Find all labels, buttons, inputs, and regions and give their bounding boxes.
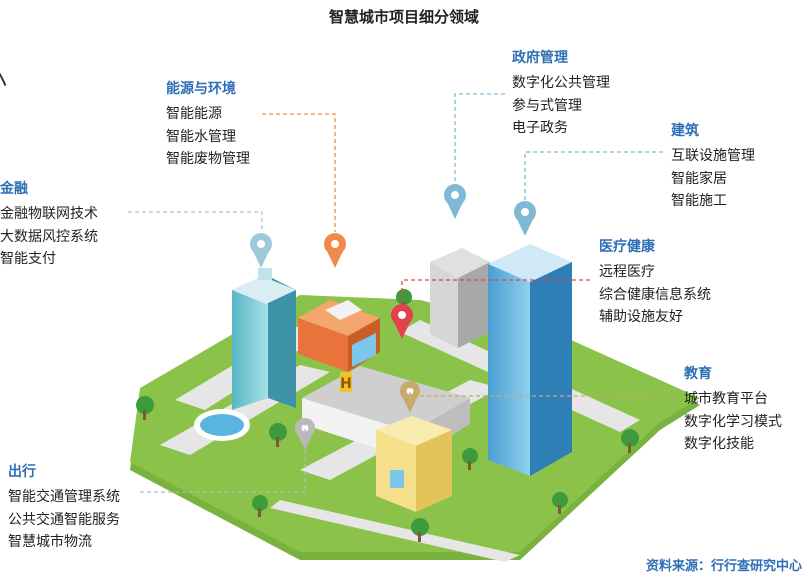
category-item: 智能支付: [0, 251, 56, 267]
pin-medical-icon: [391, 304, 413, 339]
category-item: 智慧城市物流: [8, 534, 92, 550]
page-title: 智慧城市项目细分领域: [328, 8, 479, 26]
category-title: 能源与环境: [166, 81, 236, 97]
category-item: 辅助设施友好: [599, 309, 683, 325]
category-item: 大数据风控系统: [0, 228, 98, 245]
category-title: 出行: [8, 464, 36, 480]
stray-mark: 〵: [0, 66, 13, 91]
category-transport: 出行 智能交通管理系统 公共交通智能服务 智慧城市物流: [8, 461, 120, 554]
government-building: [430, 248, 490, 348]
category-finance: 金融 金融物联网技术 大数据风控系统 智能支付: [0, 178, 98, 271]
pin-government-icon: [444, 184, 466, 219]
category-item: 智能能源: [166, 106, 222, 122]
source-note: 资料来源：行行查研究中心: [645, 559, 802, 574]
svg-text:H: H: [340, 376, 352, 392]
category-item: 电子政务: [512, 120, 568, 136]
category-item: 数字化学习模式: [684, 413, 782, 430]
category-item: 参与式管理: [512, 97, 582, 114]
location-pins: [250, 184, 536, 450]
category-item: 智能废物管理: [166, 151, 250, 167]
category-item: 远程医疗: [599, 264, 655, 280]
pin-energy-icon: [324, 233, 346, 268]
pin-finance-icon: [250, 233, 272, 268]
category-energy: 能源与环境 智能能源 智能水管理 智能废物管理: [166, 78, 250, 171]
category-item: 智能水管理: [166, 128, 236, 145]
category-item: 综合健康信息系统: [599, 286, 711, 303]
category-item: 金融物联网技术: [0, 206, 98, 222]
category-item: 城市教育平台: [684, 391, 768, 407]
category-item: 智能家居: [671, 170, 727, 187]
category-item: 数字化公共管理: [512, 75, 610, 91]
category-item: 互联设施管理: [671, 148, 755, 164]
category-title: 政府管理: [512, 50, 568, 66]
category-item: 公共交通智能服务: [8, 511, 120, 528]
category-item: 智能施工: [671, 193, 727, 209]
category-item: 智能交通管理系统: [8, 489, 120, 505]
pin-building-icon: [514, 201, 536, 236]
skyscraper-right: [488, 244, 572, 476]
school-building: [376, 416, 452, 512]
category-title: 医疗健康: [599, 239, 655, 255]
category-title: 金融: [0, 181, 28, 197]
connector-lines: [128, 93, 676, 493]
category-title: 教育: [684, 366, 712, 382]
trees: [136, 289, 639, 542]
category-government: 政府管理 数字化公共管理 参与式管理 电子政务: [512, 47, 610, 140]
category-medical: 医疗健康 远程医疗 综合健康信息系统 辅助设施友好: [599, 236, 711, 329]
pin-transport-icon: [295, 418, 315, 450]
category-title: 建筑: [671, 123, 699, 139]
orange-building: [298, 300, 380, 372]
glass-tower-left: [232, 268, 296, 410]
pond: [194, 409, 250, 441]
category-building: 建筑 互联设施管理 智能家居 智能施工: [671, 120, 755, 213]
category-education: 教育 城市教育平台 数字化学习模式 数字化技能: [684, 363, 782, 456]
category-item: 数字化技能: [684, 436, 754, 452]
